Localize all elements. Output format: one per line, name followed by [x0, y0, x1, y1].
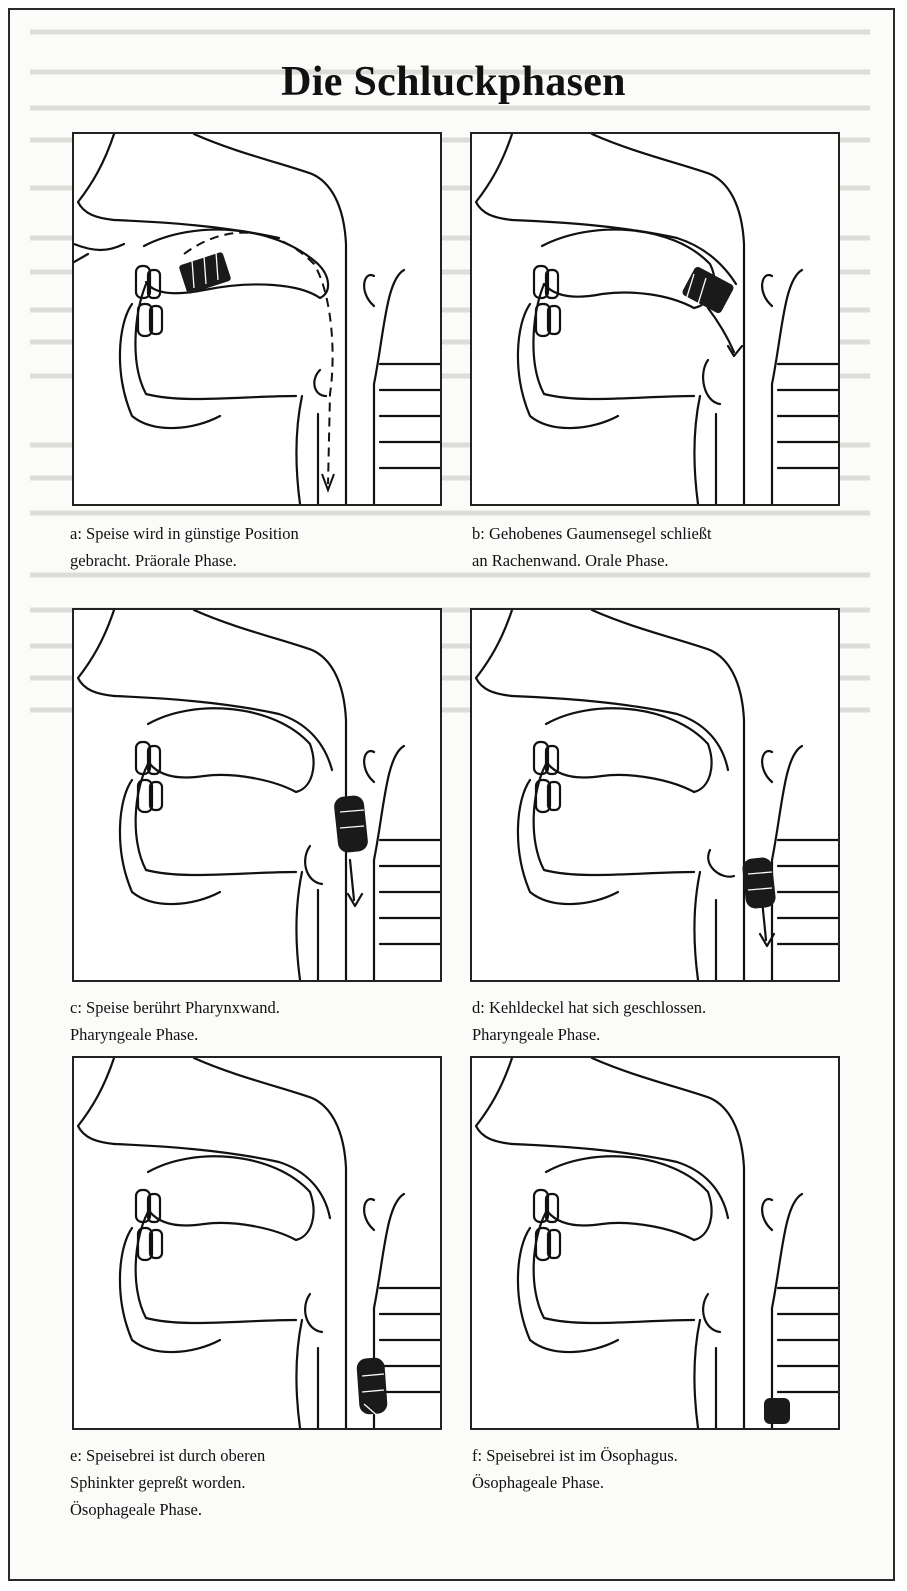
swallow-phase-c-illustration [74, 610, 440, 980]
caption-a-line-2: gebracht. Präorale Phase. [70, 547, 450, 574]
diagram-panel-e [72, 1056, 442, 1430]
swallow-phase-a-illustration [74, 134, 440, 504]
figure-frame: Die Schluckphasen [8, 8, 895, 1581]
caption-d: d: Kehldeckel hat sich geschlossen. Phar… [472, 994, 852, 1048]
caption-f: f: Speisebrei ist im Ösophagus. Ösophage… [472, 1442, 852, 1496]
diagram-panel-d [470, 608, 840, 982]
diagram-panel-a [72, 132, 442, 506]
caption-f-line-2: Ösophageale Phase. [472, 1469, 852, 1496]
caption-d-line-1: d: Kehldeckel hat sich geschlossen. [472, 994, 852, 1021]
swallow-phase-f-illustration [472, 1058, 838, 1428]
caption-e-line-2: Sphinkter gepreßt worden. [70, 1469, 450, 1496]
caption-e-line-3: Ösophageale Phase. [70, 1496, 450, 1523]
caption-a-line-1: a: Speise wird in günstige Position [70, 520, 450, 547]
swallow-phase-d-illustration [472, 610, 838, 980]
caption-f-line-1: f: Speisebrei ist im Ösophagus. [472, 1442, 852, 1469]
caption-d-line-2: Pharyngeale Phase. [472, 1021, 852, 1048]
diagram-panel-c [72, 608, 442, 982]
swallow-phase-e-illustration [74, 1058, 440, 1428]
caption-e-line-1: e: Speisebrei ist durch oberen [70, 1442, 450, 1469]
diagram-panel-b [470, 132, 840, 506]
caption-c-line-2: Pharyngeale Phase. [70, 1021, 450, 1048]
diagram-panel-f [470, 1056, 840, 1430]
caption-c: c: Speise berührt Pharynxwand. Pharyngea… [70, 994, 450, 1048]
swallow-phase-b-illustration [472, 134, 838, 504]
caption-b: b: Gehobenes Gaumensegel schließt an Rac… [472, 520, 852, 574]
caption-b-line-1: b: Gehobenes Gaumensegel schließt [472, 520, 852, 547]
page-title: Die Schluckphasen [10, 58, 895, 106]
caption-a: a: Speise wird in günstige Position gebr… [70, 520, 450, 574]
caption-e: e: Speisebrei ist durch oberen Sphinkter… [70, 1442, 450, 1523]
caption-c-line-1: c: Speise berührt Pharynxwand. [70, 994, 450, 1021]
caption-b-line-2: an Rachenwand. Orale Phase. [472, 547, 852, 574]
